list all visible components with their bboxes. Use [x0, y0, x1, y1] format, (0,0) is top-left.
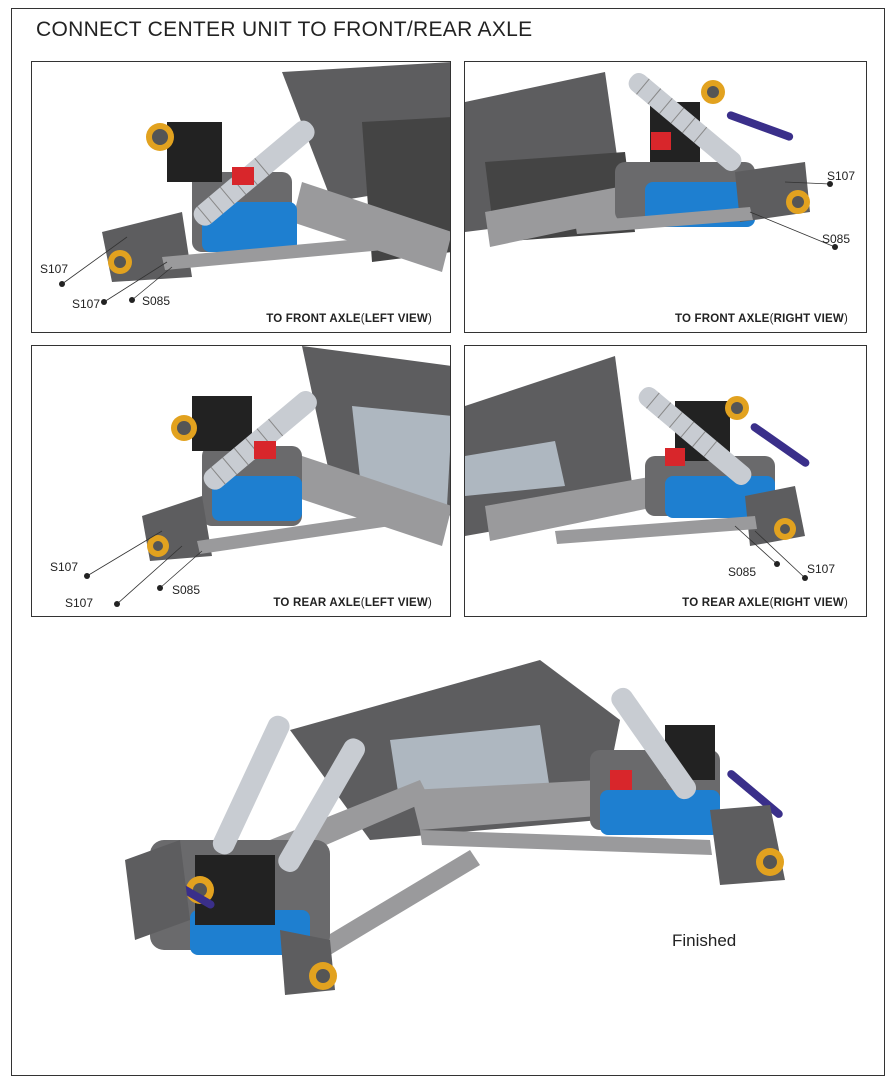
- panel-rear-axle-left-view: S107 S107 S085 TO REAR AXLE(LEFT VIEW): [31, 345, 451, 617]
- finished-label: Finished: [672, 931, 737, 950]
- callout-s107: S107: [40, 262, 69, 276]
- panel-front-axle-left-view: S107 S107 S085 TO FRONT AXLE(LEFT VIEW): [31, 61, 451, 333]
- callout-s107: S107: [807, 562, 836, 576]
- callout-s085: S085: [172, 583, 201, 597]
- callout-s085: S085: [142, 294, 171, 308]
- panel-front-axle-right-view: S107 S085 TO FRONT AXLE(RIGHT VIEW): [464, 61, 867, 333]
- callout-s085: S085: [822, 232, 851, 246]
- front-axle-left-illustration: [59, 62, 450, 305]
- panel-caption: TO FRONT AXLE(RIGHT VIEW): [674, 313, 848, 325]
- panel-caption: TO REAR AXLE(RIGHT VIEW): [682, 597, 848, 609]
- panel-caption: TO FRONT AXLE(LEFT VIEW): [266, 313, 432, 325]
- rear-axle-right-illustration: [465, 356, 810, 581]
- panel-caption: TO REAR AXLE(LEFT VIEW): [273, 597, 432, 609]
- panel-rear-axle-right-view: S085 S107 TO REAR AXLE(RIGHT VIEW): [464, 345, 867, 617]
- callout-s085: S085: [728, 565, 757, 579]
- rear-axle-left-illustration: [84, 346, 450, 607]
- callout-s107: S107: [827, 169, 856, 183]
- callout-s107: S107: [65, 596, 94, 610]
- callout-s107: S107: [50, 560, 79, 574]
- front-axle-right-illustration: [465, 72, 838, 250]
- finished-assembly-illustration: [125, 660, 785, 995]
- callout-s107: S107: [72, 297, 101, 311]
- page-frame: [11, 8, 885, 1076]
- page-title: CONNECT CENTER UNIT TO FRONT/REAR AXLE: [36, 18, 533, 41]
